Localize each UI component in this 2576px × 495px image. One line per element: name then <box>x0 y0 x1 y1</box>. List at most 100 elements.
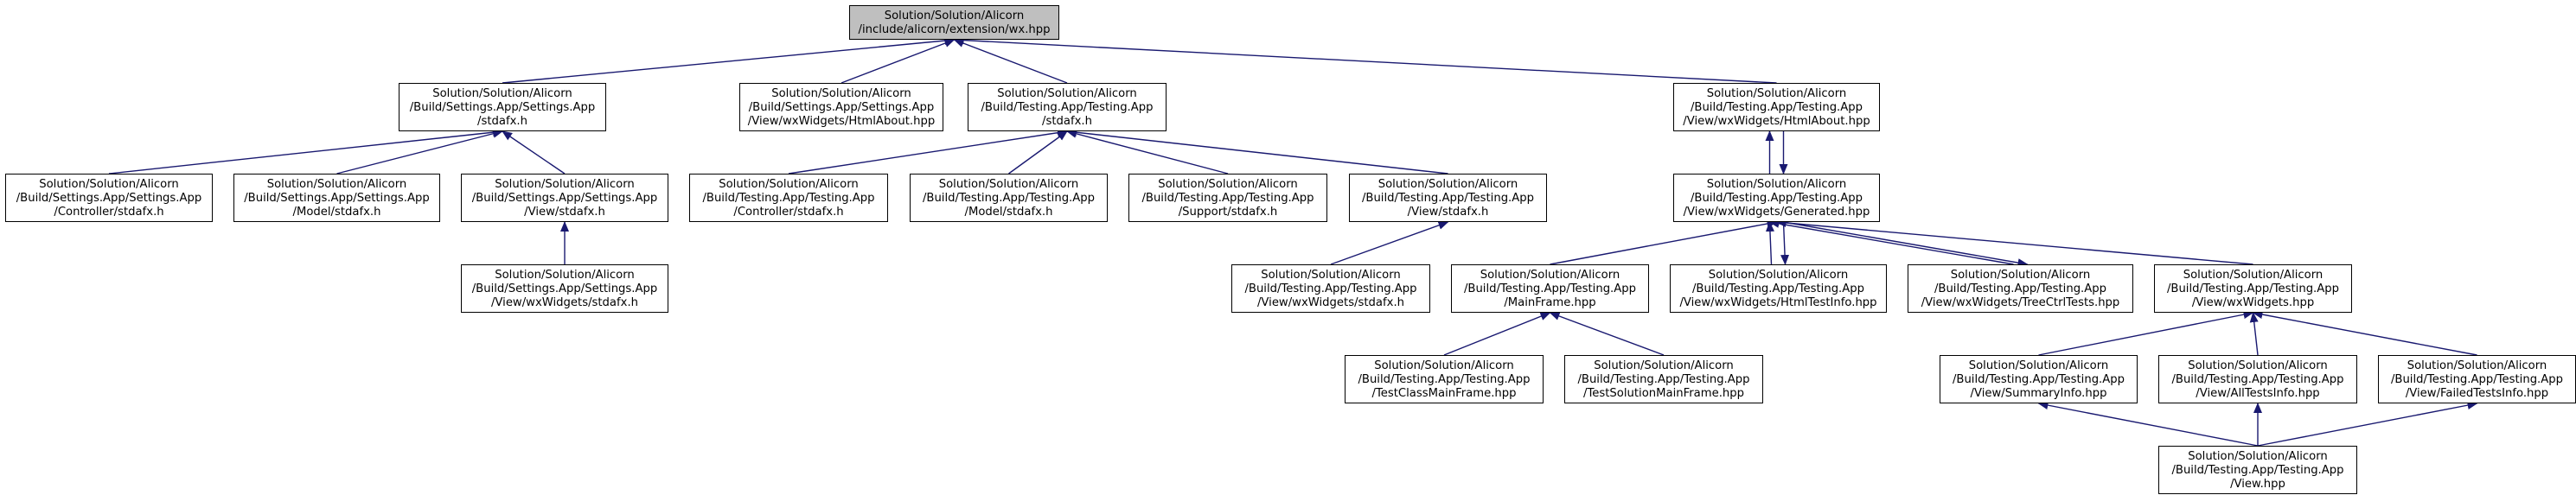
node-testing-wxwidgets-stdafx[interactable]: Solution/Solution/Alicorn/Build/Testing.… <box>1231 264 1430 313</box>
edge-t_gen-to-t_tree <box>1783 221 2029 268</box>
node-text-line: /MainFrame.hpp <box>1504 296 1596 309</box>
node-root-wx-hpp[interactable]: Solution/Solution/Alicorn/include/alicor… <box>849 5 1059 40</box>
node-settings-htmlabout[interactable]: Solution/Solution/Alicorn/Build/Settings… <box>739 83 943 131</box>
node-testing-stdafx[interactable]: Solution/Solution/Alicorn/Build/Testing.… <box>968 83 1167 131</box>
node-text-line: Solution/Solution/Alicorn <box>2407 359 2547 372</box>
node-text-line: Solution/Solution/Alicorn <box>1708 269 1849 282</box>
node-text-line: Solution/Solution/Alicorn <box>1706 178 1847 191</box>
node-text-line: Solution/Solution/Alicorn <box>266 178 407 191</box>
node-text-line: /Build/Testing.App/Testing.App <box>981 101 1154 114</box>
node-testing-testclassmainframe[interactable]: Solution/Solution/Alicorn/Build/Testing.… <box>1345 355 1544 403</box>
node-text-line: Solution/Solution/Alicorn <box>2188 359 2328 372</box>
node-text-line: /Build/Settings.App/Settings.App <box>16 192 202 205</box>
node-text-line: /Support/stdafx.h <box>1178 206 1278 219</box>
node-testing-mainframe[interactable]: Solution/Solution/Alicorn/Build/Testing.… <box>1451 264 1649 313</box>
node-text-line: /View/FailedTestsInfo.hpp <box>2405 387 2549 400</box>
node-testing-model-stdafx[interactable]: Solution/Solution/Alicorn/Build/Testing.… <box>910 174 1108 222</box>
edge-s_model-to-s_stdafx <box>336 129 503 175</box>
node-text-line: /Build/Testing.App/Testing.App <box>1244 282 1417 295</box>
node-text-line: Solution/Solution/Alicorn <box>1374 359 1514 372</box>
node-text-line: Solution/Solution/Alicorn <box>2183 269 2324 282</box>
node-settings-model-stdafx[interactable]: Solution/Solution/Alicorn/Build/Settings… <box>233 174 440 222</box>
node-text-line: /Build/Testing.App/Testing.App <box>1141 192 1314 205</box>
node-testing-view-hpp[interactable]: Solution/Solution/Alicorn/Build/Testing.… <box>2158 446 2357 494</box>
node-text-line: /Build/Testing.App/Testing.App <box>1361 192 1535 205</box>
node-text-line: /View/wxWidgets/stdafx.h <box>1256 296 1404 309</box>
edge-t_all-to-t_wxw <box>2249 312 2259 356</box>
edge-t_summary-to-t_wxw <box>2038 310 2254 356</box>
node-settings-stdafx[interactable]: Solution/Solution/Alicorn/Build/Settings… <box>399 83 606 131</box>
node-text-line: /Build/Testing.App/Testing.App <box>702 192 875 205</box>
node-text-line: /stdafx.h <box>477 115 527 128</box>
edge-t_htmltest-to-t_gen <box>1765 221 1774 265</box>
node-testing-support-stdafx[interactable]: Solution/Solution/Alicorn/Build/Testing.… <box>1128 174 1327 222</box>
node-text-line: /Build/Testing.App/Testing.App <box>1463 282 1637 295</box>
node-text-line: /Build/Testing.App/Testing.App <box>1690 192 1863 205</box>
node-text-line: /Build/Testing.App/Testing.App <box>1691 282 1865 295</box>
edge-t_solmain-to-t_main <box>1549 312 1665 356</box>
node-text-line: /Controller/stdafx.h <box>54 206 164 219</box>
node-text-line: /View/wxWidgets/HtmlAbout.hpp <box>747 115 936 128</box>
node-text-line: Solution/Solution/Alicorn <box>771 87 911 100</box>
node-text-line: /View/stdafx.h <box>524 206 605 219</box>
node-settings-view-stdafx[interactable]: Solution/Solution/Alicorn/Build/Settings… <box>461 174 668 222</box>
node-text-line: /Build/Testing.App/Testing.App <box>2171 464 2344 477</box>
edge-s_stdafx-to-root <box>502 36 956 84</box>
node-text-line: Solution/Solution/Alicorn <box>495 269 635 282</box>
node-text-line: /Build/Settings.App/Settings.App <box>748 101 935 114</box>
node-testing-failedtestsinfo[interactable]: Solution/Solution/Alicorn/Build/Testing.… <box>2378 355 2576 403</box>
node-testing-htmltestinfo[interactable]: Solution/Solution/Alicorn/Build/Testing.… <box>1670 264 1887 313</box>
node-testing-wxwidgets-hpp[interactable]: Solution/Solution/Alicorn/Build/Testing.… <box>2154 264 2352 313</box>
node-text-line: /View/stdafx.h <box>1407 206 1489 219</box>
node-text-line: /Build/Settings.App/Settings.App <box>244 192 430 205</box>
node-settings-controller-stdafx[interactable]: Solution/Solution/Alicorn/Build/Settings… <box>5 174 213 222</box>
node-settings-wxwidgets-stdafx[interactable]: Solution/Solution/Alicorn/Build/Settings… <box>461 264 668 313</box>
node-testing-generated[interactable]: Solution/Solution/Alicorn/Build/Testing.… <box>1673 174 1880 222</box>
node-text-line: /stdafx.h <box>1042 115 1092 128</box>
node-testing-htmlabout[interactable]: Solution/Solution/Alicorn/Build/Testing.… <box>1673 83 1880 131</box>
node-text-line: /Build/Testing.App/Testing.App <box>2390 373 2564 386</box>
node-text-line: /TestClassMainFrame.hpp <box>1371 387 1517 400</box>
node-testing-summaryinfo[interactable]: Solution/Solution/Alicorn/Build/Testing.… <box>1940 355 2138 403</box>
node-text-line: /View/AllTestsInfo.hpp <box>2196 387 2320 400</box>
edge-t_html-to-root <box>953 35 1777 84</box>
node-testing-testsolutionmainframe[interactable]: Solution/Solution/Alicorn/Build/Testing.… <box>1564 355 1763 403</box>
node-text-line: Solution/Solution/Alicorn <box>432 87 572 100</box>
node-text-line: /Build/Testing.App/Testing.App <box>1952 373 2125 386</box>
edge-t_tree-to-t_gen <box>1768 219 2014 265</box>
edge-t_model-to-t_stdafx <box>1008 130 1068 175</box>
edge-t_gen-to-t_htmltest <box>1780 221 1790 265</box>
node-text-line: /Build/Settings.App/Settings.App <box>471 282 658 295</box>
node-text-line: Solution/Solution/Alicorn <box>884 10 1025 22</box>
node-text-line: Solution/Solution/Alicorn <box>938 178 1079 191</box>
node-text-line: Solution/Solution/Alicorn <box>1261 269 1401 282</box>
node-text-line: /View/wxWidgets/TreeCtrlTests.hpp <box>1921 296 2120 309</box>
node-text-line: /Build/Testing.App/Testing.App <box>1690 101 1863 114</box>
node-text-line: Solution/Solution/Alicorn <box>495 178 635 191</box>
node-text-line: /Build/Testing.App/Testing.App <box>2166 282 2340 295</box>
node-testing-treectrltests[interactable]: Solution/Solution/Alicorn/Build/Testing.… <box>1908 264 2133 313</box>
node-text-line: /include/alicorn/extension/wx.hpp <box>858 23 1051 36</box>
edge-t_support-to-t_stdafx <box>1066 129 1229 175</box>
node-text-line: /View/SummaryInfo.hpp <box>1970 387 2107 400</box>
edge-t_main-to-t_gen <box>1550 219 1778 265</box>
edge-t_viewhpp-to-t_summary <box>2037 401 2259 447</box>
edge-t_viewhpp-to-t_failed <box>2257 401 2478 447</box>
node-text-line: /View/wxWidgets.hpp <box>2191 296 2315 309</box>
node-text-line: /Controller/stdafx.h <box>733 206 844 219</box>
node-text-line: /View/wxWidgets/Generated.hpp <box>1683 206 1870 219</box>
node-testing-controller-stdafx[interactable]: Solution/Solution/Alicorn/Build/Testing.… <box>689 174 888 222</box>
node-testing-view-stdafx[interactable]: Solution/Solution/Alicorn/Build/Testing.… <box>1349 174 1547 222</box>
node-text-line: /View/wxWidgets/HtmlAbout.hpp <box>1683 115 1870 128</box>
edge-t_wxstd-to-t_view <box>1330 221 1449 265</box>
node-text-line: Solution/Solution/Alicorn <box>1968 359 2109 372</box>
node-text-line: /Model/stdafx.h <box>964 206 1053 219</box>
node-testing-alltestsinfo[interactable]: Solution/Solution/Alicorn/Build/Testing.… <box>2158 355 2357 403</box>
node-text-line: Solution/Solution/Alicorn <box>997 87 1137 100</box>
node-text-line: Solution/Solution/Alicorn <box>719 178 859 191</box>
node-text-line: /TestSolutionMainFrame.hpp <box>1583 387 1744 400</box>
edge-t_class-to-t_main <box>1443 312 1551 356</box>
node-text-line: /Build/Settings.App/Settings.App <box>409 101 596 114</box>
node-text-line: /Model/stdafx.h <box>292 206 381 219</box>
